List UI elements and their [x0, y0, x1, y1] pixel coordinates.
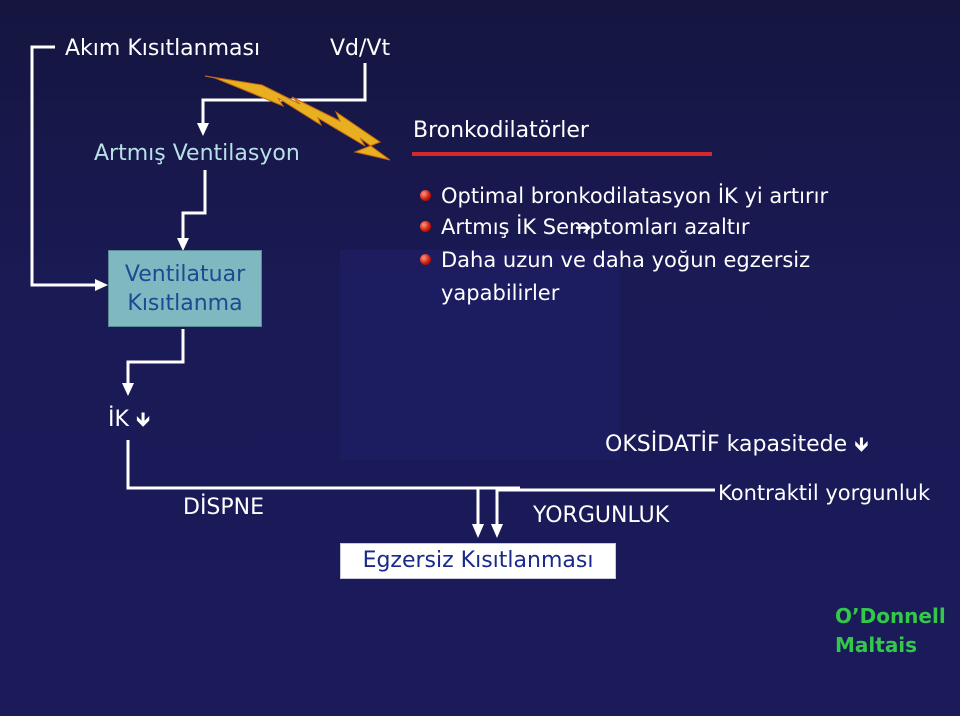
bullet-text-1: Optimal bronkodilatasyon İK yi artırır	[441, 184, 829, 208]
author-credit: O’Donnell Maltais	[835, 602, 946, 660]
akim-label: Akım Kısıtlanması	[65, 36, 261, 61]
arrowhead-box-top	[177, 238, 189, 251]
line-box-to-ik	[126, 329, 185, 385]
bullet-text-2: Artmış İK Semptomları azaltır	[441, 215, 750, 239]
bullet-text-3-cont: yapabilirler	[441, 281, 560, 305]
bullet-item-3: Daha uzun ve daha yoğun egzersiz	[420, 248, 810, 272]
yorgunluk-label: YORGUNLUK	[533, 503, 670, 528]
oksidatif-label: OKSİDATİF kapasitede 🡻	[605, 430, 869, 464]
author-line2: Maltais	[835, 633, 918, 657]
bullet-text-3: Daha uzun ve daha yoğun egzersiz	[441, 248, 811, 272]
line-oksidatif-to-egzersiz	[495, 488, 715, 525]
arrowhead-egzersiz-left	[472, 524, 484, 538]
down-arrow-icon: 🡻	[854, 432, 869, 456]
arrowhead-ik	[122, 383, 134, 396]
bullet-icon	[420, 189, 431, 201]
ik-text: İK	[108, 407, 129, 432]
arrowhead-ventilasyon	[197, 123, 209, 136]
bullet-icon	[420, 220, 431, 232]
oksidatif-text: OKSİDATİF kapasitede	[605, 432, 848, 457]
ventilatuar-box: Ventilatuar Kısıtlanma	[108, 250, 262, 327]
line-ik-to-egzersiz	[126, 440, 520, 490]
egzersiz-text: Egzersiz Kısıtlanması	[362, 548, 594, 573]
egzersiz-box: Egzersiz Kısıtlanması	[340, 543, 616, 579]
artmis-ventilasyon-label: Artmış Ventilasyon	[94, 141, 300, 166]
arrowhead-box-left	[95, 279, 108, 291]
background-glow	[340, 250, 620, 460]
bullet-icon	[420, 253, 431, 265]
bronkodilator-title: Bronkodilatörler	[413, 118, 589, 143]
author-line1: O’Donnell	[835, 604, 946, 628]
ik-label: İK 🡻	[108, 405, 150, 439]
lightning-bolt-icon	[204, 75, 391, 161]
down-arrow-icon: 🡻	[135, 407, 151, 431]
line-akim-to-box	[30, 45, 95, 287]
box-line1: Ventilatuar	[124, 262, 246, 287]
bullet-item-1: Optimal bronkodilatasyon İK yi artırır	[420, 184, 828, 208]
line-ventilasyon-to-box	[181, 170, 207, 240]
dispne-label: DİSPNE	[183, 495, 265, 520]
bullet-item-2: Artmış İK Semptomları azaltır	[420, 215, 750, 239]
title-underline	[412, 152, 712, 156]
right-arrow-icon: ➔	[575, 215, 592, 239]
kontraktil-label: Kontraktil yorgunluk	[718, 481, 931, 505]
vdvt-label: Vd/Vt	[330, 36, 391, 61]
arrowhead-egzersiz-right	[491, 524, 503, 538]
box-line2: Kısıtlanma	[127, 291, 243, 316]
